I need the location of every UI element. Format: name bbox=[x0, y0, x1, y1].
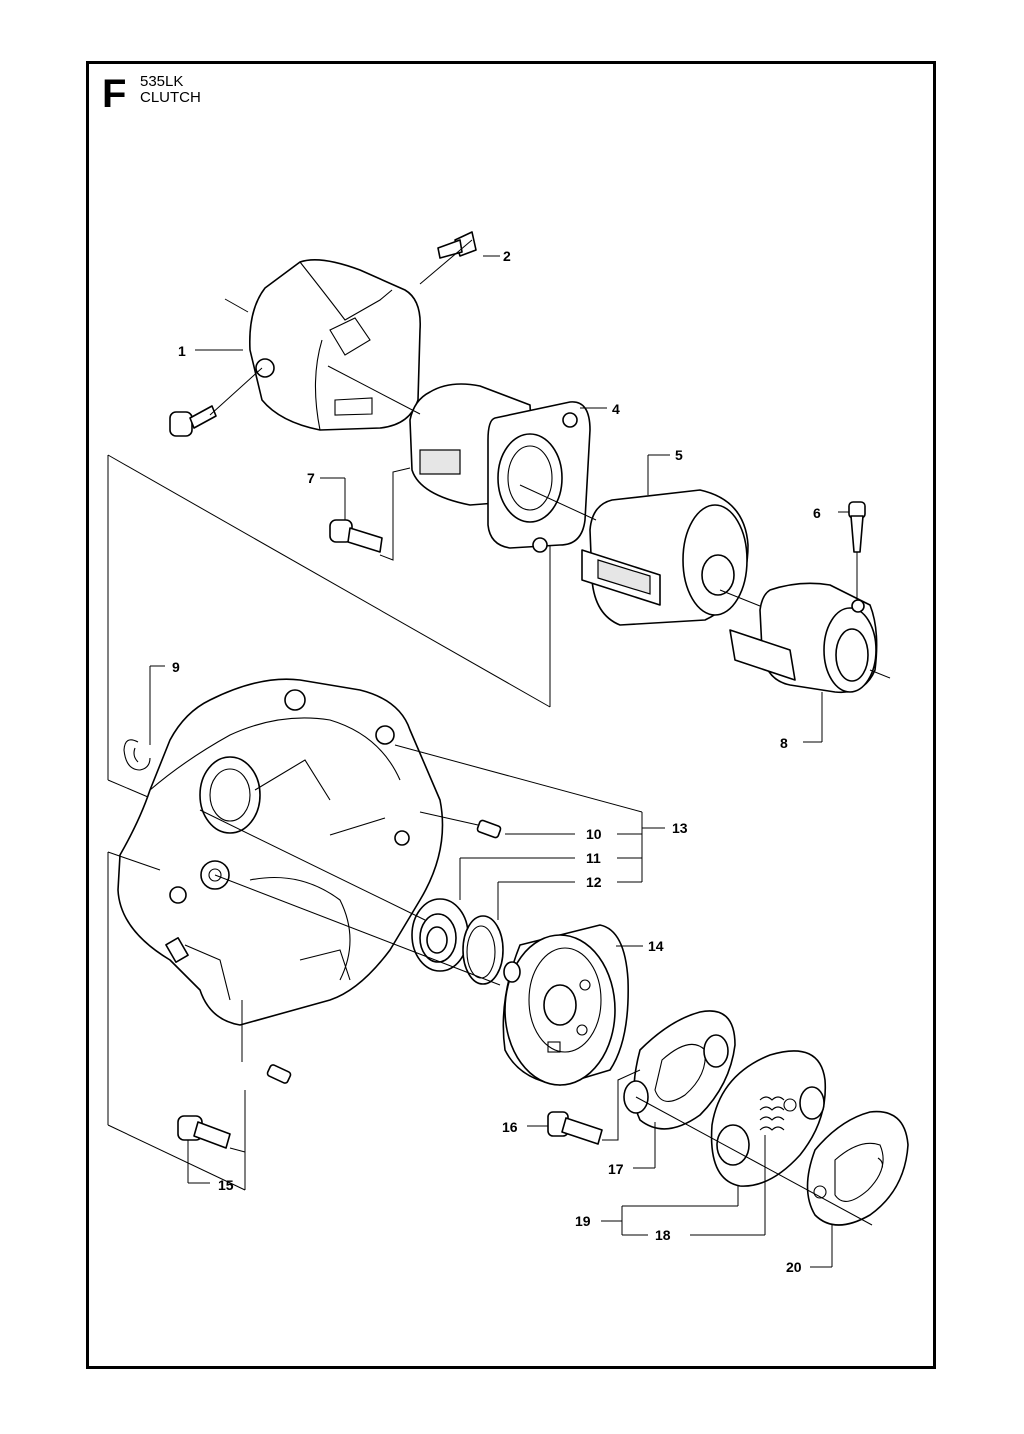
callout-9: 9 bbox=[172, 659, 180, 675]
callout-5: 5 bbox=[675, 447, 683, 463]
callout-labels: 1 2 4 5 6 7 8 9 10 11 12 13 14 15 16 17 … bbox=[172, 248, 821, 1275]
callout-12: 12 bbox=[586, 874, 602, 890]
part-15-screw bbox=[177, 1115, 231, 1149]
callout-6: 6 bbox=[813, 505, 821, 521]
callout-11: 11 bbox=[586, 850, 601, 866]
part-18-spring bbox=[759, 1096, 785, 1131]
part-5-sleeve bbox=[581, 489, 749, 626]
callout-10: 10 bbox=[586, 826, 602, 842]
part-6-screw bbox=[848, 501, 866, 553]
part-2-screw bbox=[437, 231, 477, 259]
callout-16: 16 bbox=[502, 1119, 518, 1135]
part-10-pin bbox=[476, 819, 502, 839]
callout-7: 7 bbox=[307, 470, 315, 486]
callout-8: 8 bbox=[780, 735, 788, 751]
callout-2: 2 bbox=[503, 248, 511, 264]
callout-13: 13 bbox=[672, 820, 688, 836]
callout-14: 14 bbox=[648, 938, 664, 954]
part-12-ring bbox=[462, 915, 504, 985]
callout-18: 18 bbox=[655, 1227, 671, 1243]
callout-1: 1 bbox=[178, 343, 186, 359]
page-frame bbox=[86, 61, 936, 1369]
callout-4: 4 bbox=[612, 401, 620, 417]
crankcase-pin bbox=[266, 1064, 292, 1084]
callout-17: 17 bbox=[608, 1161, 624, 1177]
part-16-screw bbox=[547, 1111, 603, 1145]
leader-lines bbox=[107, 239, 891, 1268]
section-title: CLUTCH bbox=[140, 89, 201, 106]
part-9-circlip bbox=[123, 739, 151, 771]
part-1-shield bbox=[248, 259, 422, 431]
callout-15: 15 bbox=[218, 1177, 234, 1193]
part-17-washer bbox=[623, 1010, 736, 1130]
part-7-screw bbox=[329, 519, 383, 553]
crankcase bbox=[117, 678, 444, 1026]
section-letter: F bbox=[102, 72, 127, 116]
model-label: 535LK bbox=[140, 73, 184, 90]
part-4-housing bbox=[409, 383, 591, 553]
part-19-clutch-assembly bbox=[710, 1050, 827, 1187]
part-20-plate bbox=[806, 1110, 909, 1226]
part-11-bearing bbox=[411, 898, 469, 972]
part-14-clutch-drum bbox=[502, 924, 629, 1086]
part-8-clamp bbox=[729, 582, 878, 694]
shield-lower-screw bbox=[169, 405, 217, 437]
callout-20: 20 bbox=[786, 1259, 802, 1275]
callout-19: 19 bbox=[575, 1213, 591, 1229]
